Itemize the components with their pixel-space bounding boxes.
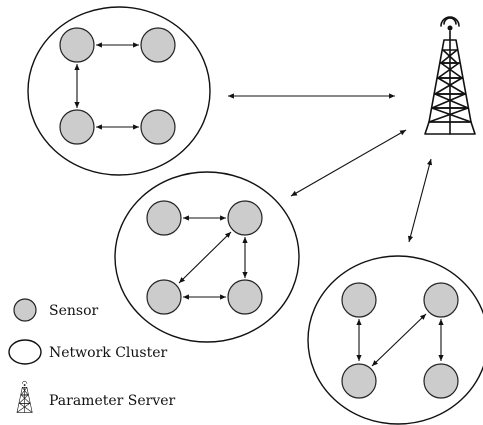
legend: Sensor Network Cluster Parameter Server (8, 298, 176, 413)
sensor-node (227, 200, 263, 236)
sensor-node (59, 27, 95, 63)
network-cluster-1 (27, 6, 211, 176)
sensor-node (59, 109, 95, 145)
sensor-node (423, 282, 459, 318)
network-cluster-3 (307, 255, 483, 425)
legend-cluster-label: Network Cluster (49, 345, 168, 361)
sensor-node (146, 200, 182, 236)
sensor-node (146, 279, 182, 315)
sensor-node (341, 363, 377, 399)
legend-sensor-swatch (13, 298, 37, 322)
radio-tower-icon (424, 16, 476, 135)
server-link-cluster-2 (290, 129, 407, 197)
sensor-node (423, 363, 459, 399)
network-cluster-2 (114, 171, 300, 343)
sensor-link (178, 231, 232, 284)
legend-cluster-swatch (8, 339, 42, 365)
cluster-boundary (307, 255, 483, 425)
legend-server-icon (16, 380, 33, 413)
cluster-boundary (114, 171, 300, 343)
sensor-node (227, 279, 263, 315)
sensor-node (140, 109, 176, 145)
legend-server-label: Parameter Server (49, 393, 176, 409)
legend-sensor-label: Sensor (49, 303, 99, 319)
sensor-node (341, 282, 377, 318)
sensor-node (140, 27, 176, 63)
server-link-cluster-3 (407, 158, 433, 243)
sensor-link (371, 313, 427, 367)
cluster-boundary (27, 6, 211, 176)
